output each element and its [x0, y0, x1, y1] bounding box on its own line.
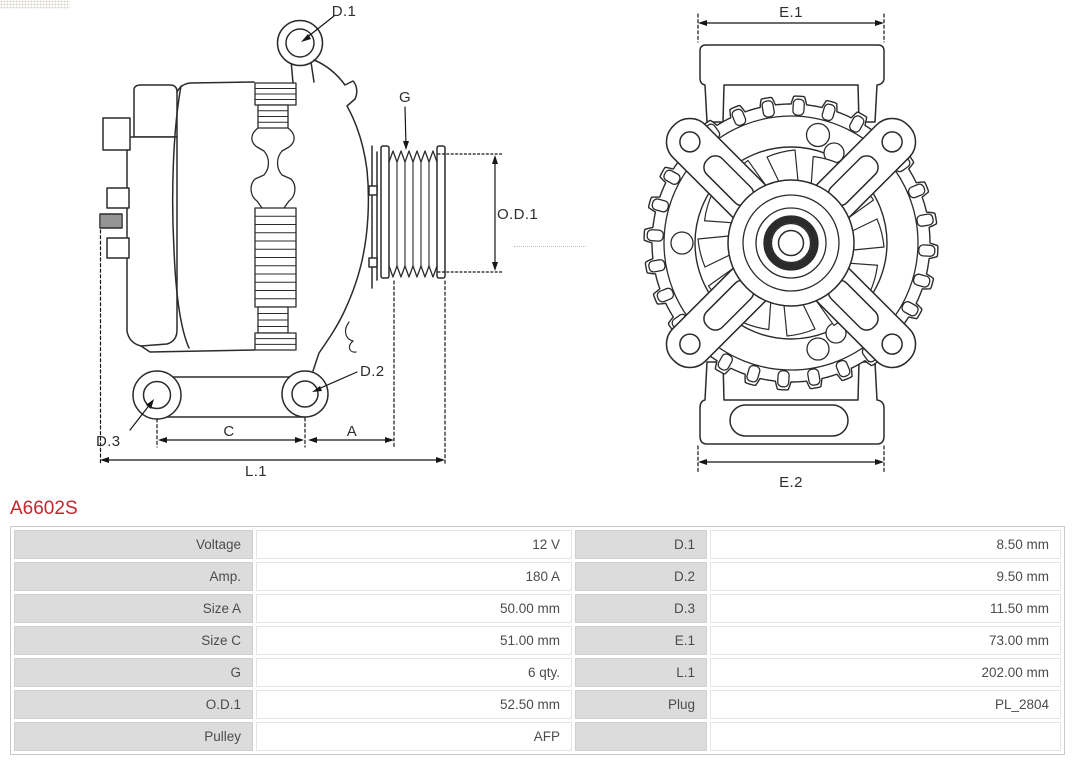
table-row: G 6 qty. L.1 202.00 mm — [14, 658, 1061, 687]
spec-value-cell: PL_2804 — [710, 690, 1061, 719]
spec-label-cell: D.3 — [575, 594, 707, 623]
mounting-arm — [665, 117, 773, 225]
spec-table: Voltage 12 V D.1 8.50 mm Amp. 180 A D.2 … — [10, 526, 1065, 755]
side-view-drawing — [99, 19, 446, 420]
front-view-dimensions — [697, 13, 885, 473]
spec-value-cell: 11.50 mm — [710, 594, 1061, 623]
spec-value-cell: 9.50 mm — [710, 562, 1061, 591]
dim-label-d2: D.2 — [360, 363, 385, 380]
table-row: Size C 51.00 mm E.1 73.00 mm — [14, 626, 1061, 655]
dim-label-a: A — [347, 423, 357, 440]
dim-label-e1: E.1 — [779, 4, 803, 21]
table-row: Size A 50.00 mm D.3 11.50 mm — [14, 594, 1061, 623]
table-row: Voltage 12 V D.1 8.50 mm — [14, 530, 1061, 559]
spec-label-cell — [575, 722, 707, 751]
dim-label-g: G — [399, 89, 411, 106]
spec-value-cell: 52.50 mm — [256, 690, 572, 719]
spec-value-cell: 50.00 mm — [256, 594, 572, 623]
watermark-artifact — [0, 0, 70, 9]
watermark-artifact — [514, 246, 586, 247]
spec-label-cell: L.1 — [575, 658, 707, 687]
part-number: A6602S — [10, 498, 78, 519]
dim-label-l1: L.1 — [245, 463, 267, 480]
table-row: Pulley AFP — [14, 722, 1061, 751]
spec-label-cell: Size A — [14, 594, 253, 623]
spec-label-cell: Amp. — [14, 562, 253, 591]
technical-drawing: D.1 G O.D.1 D.2 D.3 C A L.1 — [96, 3, 939, 491]
spec-value-cell — [710, 722, 1061, 751]
dim-label-d1: D.1 — [332, 3, 357, 20]
dim-label-e2: E.2 — [779, 474, 803, 491]
mounting-arm — [809, 117, 917, 225]
spec-value-cell: 12 V — [256, 530, 572, 559]
dim-label-d3: D.3 — [96, 433, 121, 450]
side-view-dimensions — [99, 15, 504, 465]
spec-value-cell: 180 A — [256, 562, 572, 591]
spec-label-cell: D.1 — [575, 530, 707, 559]
spec-value-cell: 8.50 mm — [710, 530, 1061, 559]
spec-label-cell: Size C — [14, 626, 253, 655]
spec-label-cell: E.1 — [575, 626, 707, 655]
spec-label-cell: Plug — [575, 690, 707, 719]
spec-value-cell: AFP — [256, 722, 572, 751]
spec-label-cell: D.2 — [575, 562, 707, 591]
spec-value-cell: 202.00 mm — [710, 658, 1061, 687]
spec-label-cell: Voltage — [14, 530, 253, 559]
spec-label-cell: G — [14, 658, 253, 687]
spec-value-cell: 6 qty. — [256, 658, 572, 687]
table-row: O.D.1 52.50 mm Plug PL_2804 — [14, 690, 1061, 719]
dim-label-c: C — [223, 423, 234, 440]
spec-label-cell: Pulley — [14, 722, 253, 751]
spec-label-cell: O.D.1 — [14, 690, 253, 719]
table-row: Amp. 180 A D.2 9.50 mm — [14, 562, 1061, 591]
front-view-drawing — [643, 44, 939, 445]
dim-label-od1: O.D.1 — [497, 206, 538, 223]
spec-value-cell: 73.00 mm — [710, 626, 1061, 655]
mounting-arm — [665, 261, 773, 369]
spec-value-cell: 51.00 mm — [256, 626, 572, 655]
